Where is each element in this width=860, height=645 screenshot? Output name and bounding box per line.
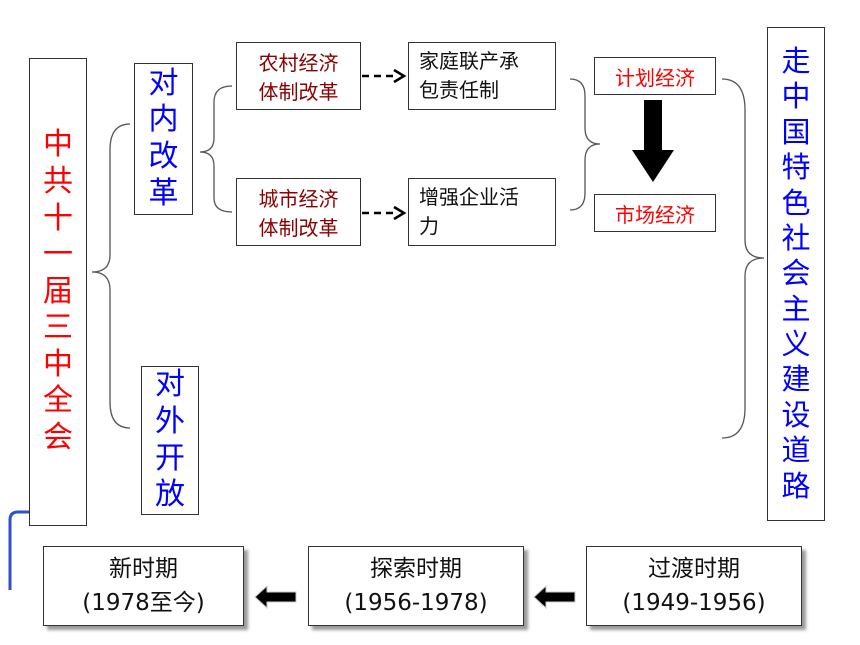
period-years: (1949-1956)	[622, 590, 766, 616]
vertical-char: 国	[781, 114, 811, 149]
period-years: (1956-1978)	[344, 590, 488, 616]
brace-economy	[569, 78, 601, 211]
vertical-char: 主	[781, 291, 811, 326]
opening-up-node: 对外开放	[141, 366, 199, 515]
period-name: 新时期	[109, 556, 178, 582]
vertical-char: 全	[43, 383, 73, 419]
urban-reform-line-2: 体制改革	[258, 216, 339, 240]
vertical-char: 开	[155, 440, 185, 476]
planned-economy-node: 计划经济	[594, 57, 716, 95]
rural-reform-line-1: 农村经济	[258, 51, 339, 75]
socialist-road-text: 走中国特色社会主义建设道路	[781, 44, 810, 504]
hook-arrow	[8, 510, 30, 590]
vertical-char: 中	[43, 127, 73, 163]
vertical-char: 色	[781, 185, 811, 220]
brace-domestic	[199, 85, 233, 213]
vertical-char: 会	[43, 420, 73, 456]
vertical-char: 三	[43, 310, 73, 346]
vertical-char: 会	[781, 256, 811, 291]
thick-arrow-left-2	[533, 584, 576, 610]
brace-main	[91, 123, 131, 429]
household-system-line-2: 包责任制	[419, 78, 499, 102]
vertical-char: 特	[781, 150, 811, 185]
vertical-char: 改	[148, 139, 179, 174]
arrow-head-rural	[393, 68, 407, 84]
arrow-head-urban	[393, 205, 407, 221]
market-economy-node: 市场经济	[594, 194, 716, 232]
period-name: 过渡时期	[648, 556, 740, 582]
period-transition: 过渡时期 (1949-1956)	[586, 546, 802, 626]
vertical-char: 义	[781, 327, 811, 362]
vertical-char: 对	[148, 65, 179, 101]
enterprise-vitality-line-1: 增强企业活	[419, 185, 519, 209]
vertical-char: 走	[781, 44, 811, 79]
period-years: (1978至今)	[82, 590, 205, 616]
household-system-node: 家庭联产承 包责任制	[408, 42, 556, 110]
down-arrow	[632, 100, 674, 182]
vertical-char: 革	[148, 175, 179, 211]
market-economy-text: 市场经济	[615, 202, 695, 227]
vertical-char: 放	[155, 477, 185, 513]
vertical-char: 社	[781, 220, 811, 255]
domestic-reform-node: 对内改革	[134, 63, 193, 215]
opening-up-text: 对外开放	[155, 367, 185, 513]
thick-arrow-left-1	[254, 584, 297, 610]
rural-reform-node: 农村经济 体制改革	[236, 42, 361, 110]
vertical-char: 一	[43, 237, 73, 273]
vertical-char: 对	[155, 367, 185, 403]
vertical-char: 共	[43, 163, 73, 199]
socialist-road-node: 走中国特色社会主义建设道路	[767, 27, 825, 521]
vertical-char: 中	[781, 79, 811, 114]
urban-reform-line-1: 城市经济	[258, 187, 339, 211]
brace-road	[721, 78, 765, 439]
vertical-char: 十	[43, 200, 73, 236]
household-system-line-1: 家庭联产承	[419, 49, 519, 73]
period-exploration: 探索时期 (1956-1978)	[308, 546, 524, 626]
enterprise-vitality-line-2: 力	[419, 214, 439, 238]
domestic-reform-text: 对内改革	[149, 66, 179, 212]
rural-reform-line-2: 体制改革	[258, 80, 339, 104]
vertical-char: 路	[781, 468, 811, 503]
vertical-char: 设	[781, 397, 811, 432]
vertical-char: 建	[781, 362, 811, 397]
third-plenum-text: 中共十一届三中全会	[43, 127, 73, 456]
planned-economy-text: 计划经济	[615, 65, 695, 90]
vertical-char: 中	[43, 346, 73, 382]
period-new-era: 新时期 (1978至今)	[43, 546, 244, 626]
vertical-char: 道	[781, 433, 811, 468]
period-name: 探索时期	[370, 556, 462, 582]
vertical-char: 内	[148, 102, 179, 138]
vertical-char: 届	[43, 273, 73, 309]
enterprise-vitality-node: 增强企业活 力	[408, 178, 556, 246]
vertical-char: 外	[155, 403, 185, 439]
third-plenum-node: 中共十一届三中全会	[29, 58, 87, 526]
urban-reform-node: 城市经济 体制改革	[236, 178, 361, 246]
